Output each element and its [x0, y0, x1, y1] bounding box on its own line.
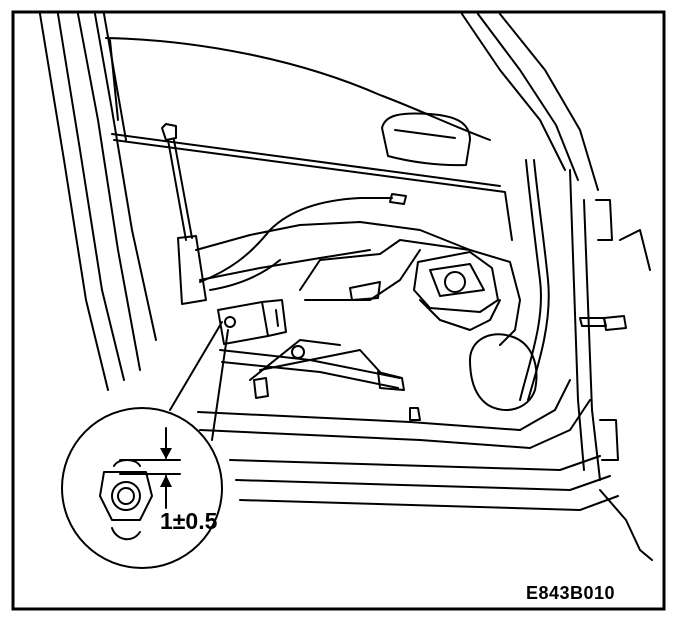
side-mirror	[381, 112, 471, 167]
detail-callout	[61, 321, 229, 569]
regulator-arms	[219, 339, 405, 399]
inner-door-panel	[195, 221, 521, 346]
door-right-edge	[569, 169, 653, 561]
door-frame-left-pillar	[39, 13, 157, 391]
door-lower-sill	[197, 379, 619, 511]
adjustment-nut	[99, 459, 153, 541]
window-frame	[105, 13, 599, 241]
dimension-arrow-down	[160, 448, 172, 459]
lock-rod	[161, 123, 207, 305]
diagram-border	[11, 10, 666, 611]
speaker-cutout	[469, 333, 538, 411]
control-cables	[199, 159, 550, 401]
regulator-bracket	[217, 299, 287, 345]
dimension-label: 1±0.5	[160, 508, 218, 534]
dimension-arrow-up	[160, 475, 172, 487]
figure-code: E843B010	[526, 583, 616, 603]
dimension-indicator	[119, 427, 181, 509]
window-regulator-motor	[413, 251, 499, 313]
